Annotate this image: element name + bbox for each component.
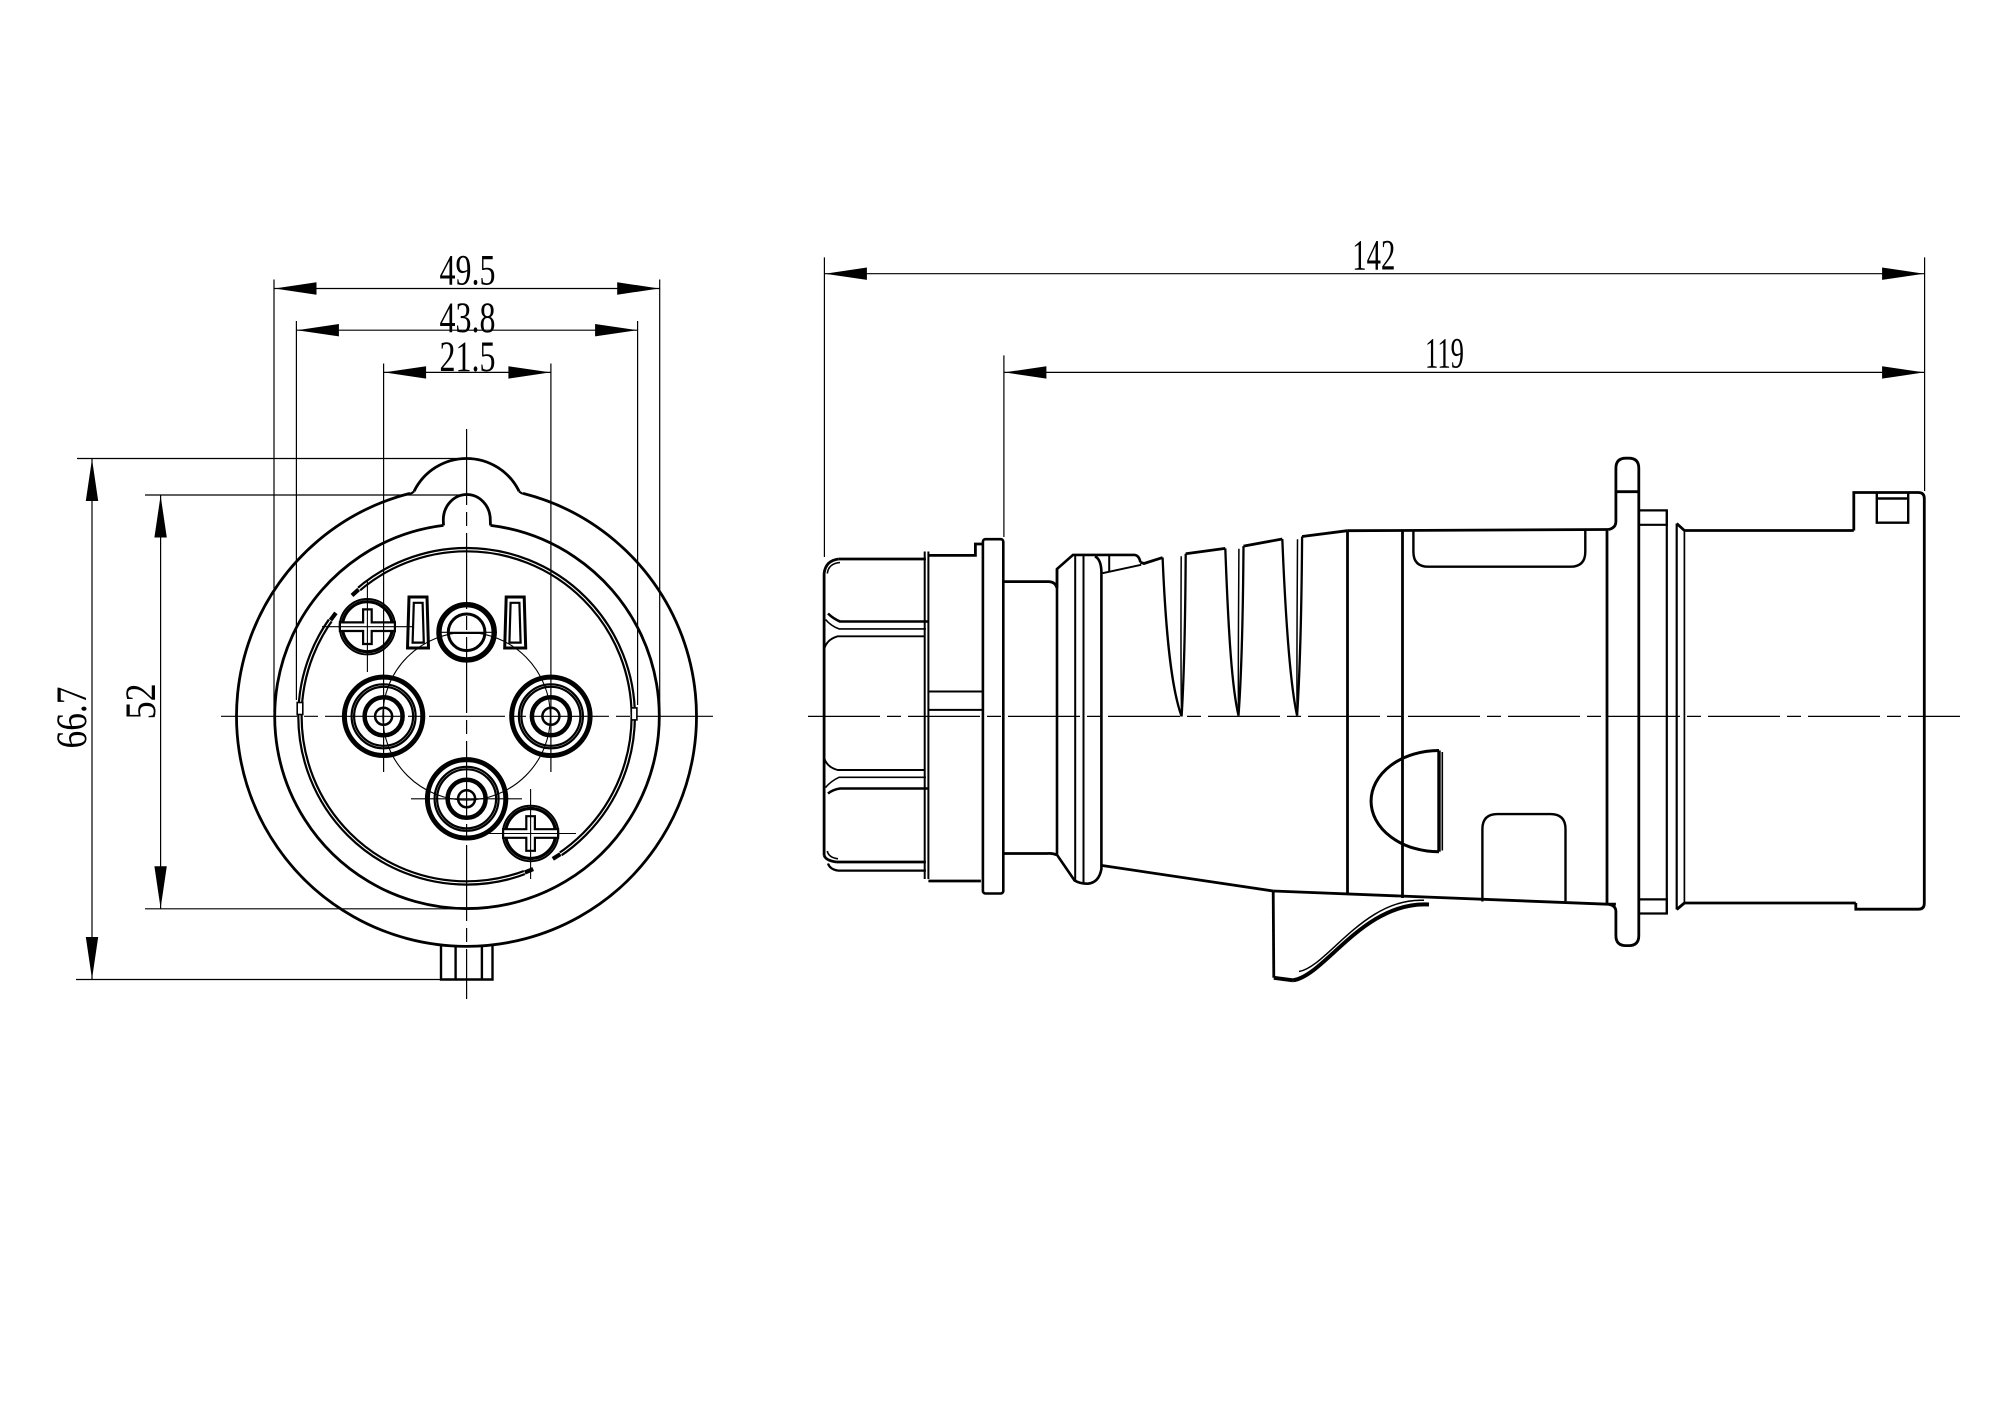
svg-text:21.5: 21.5 <box>440 334 496 381</box>
svg-text:52: 52 <box>118 683 165 719</box>
svg-text:142: 142 <box>1352 233 1395 280</box>
svg-text:119: 119 <box>1425 331 1464 378</box>
svg-text:66.7: 66.7 <box>49 687 96 749</box>
svg-text:49.5: 49.5 <box>440 248 496 295</box>
svg-text:43.8: 43.8 <box>440 295 496 342</box>
